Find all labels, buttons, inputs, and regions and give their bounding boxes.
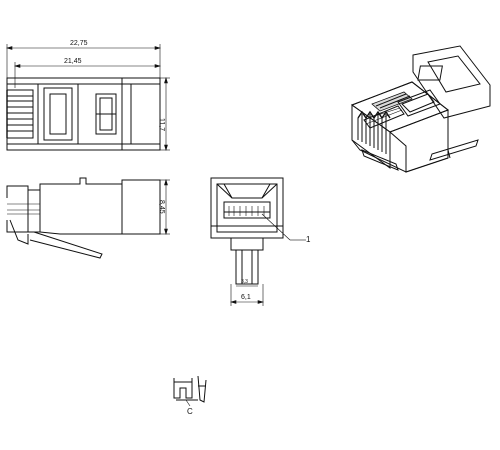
dimension-label-front-width: 6,1 xyxy=(241,294,251,301)
iso-latch xyxy=(361,139,479,171)
dimension-label-width: 11,7 xyxy=(158,118,165,131)
dimension-label-total-length: 22,75 xyxy=(70,40,88,47)
cable-cavity xyxy=(37,84,79,144)
iso-front-contacts xyxy=(357,110,391,154)
front-view: 1 3,3 6,1 xyxy=(210,177,311,306)
latch-tab xyxy=(9,219,103,259)
top-view-body xyxy=(6,77,161,151)
callout-1: 1 xyxy=(261,213,311,244)
dimension-width: 11,7 xyxy=(158,76,170,152)
dimension-height: 8,45 xyxy=(158,178,170,236)
dimension-front-width: 6,1 xyxy=(229,284,265,306)
latch-window xyxy=(95,93,117,135)
contact-pins xyxy=(6,89,34,139)
dimension-total-length: 22,75 xyxy=(5,40,162,88)
isometric-view xyxy=(350,45,491,173)
dimension-label-height: 8,45 xyxy=(158,200,165,214)
front-latch xyxy=(230,237,264,285)
callout-label-1: 1 xyxy=(306,235,311,244)
detail-c: C xyxy=(173,375,207,416)
contact-slots xyxy=(211,201,283,227)
dimension-label-body-length: 21,45 xyxy=(64,58,82,65)
dimension-pin-pitch: 3,3 xyxy=(236,279,258,287)
detail-label-c: C xyxy=(187,407,193,416)
side-view: 8,45 xyxy=(6,177,170,259)
top-view: 22,75 21,45 xyxy=(5,40,170,152)
dimension-label-pin-pitch: 3,3 xyxy=(241,279,248,285)
